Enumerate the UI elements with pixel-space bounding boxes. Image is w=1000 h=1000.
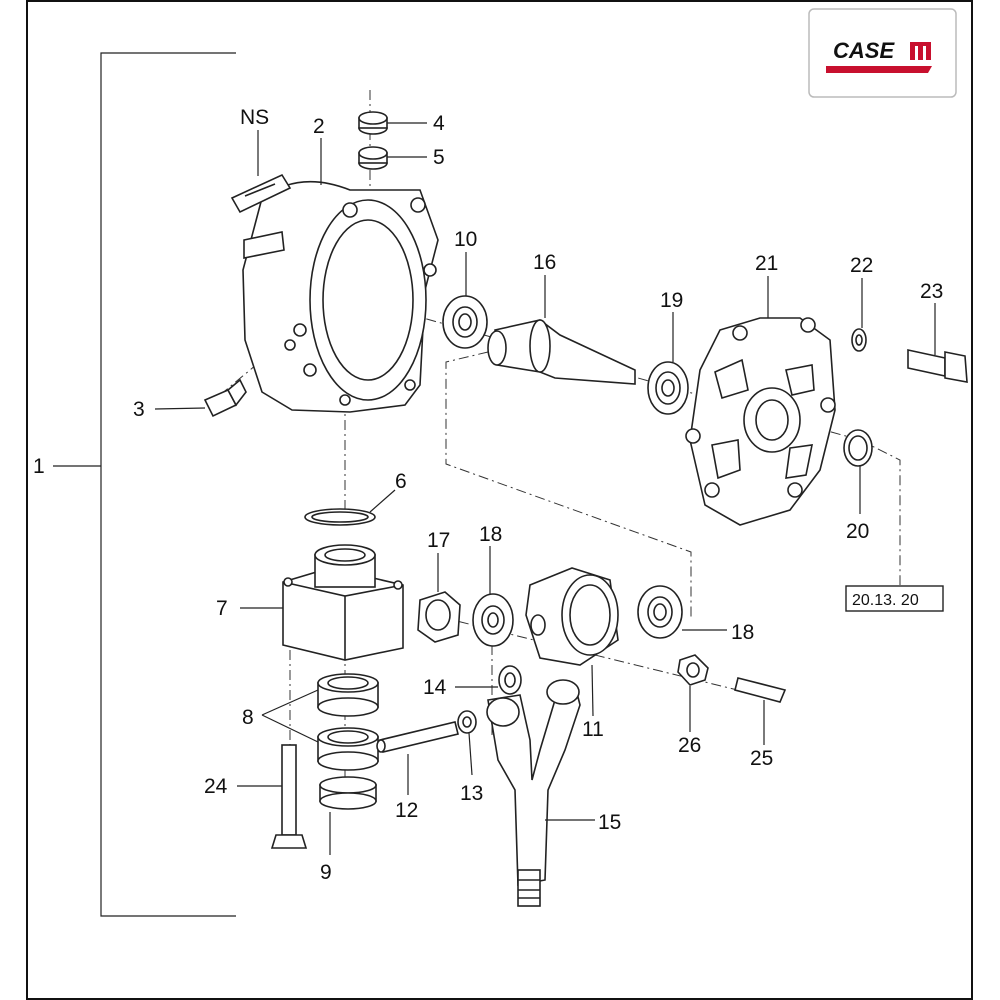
bearing-housing-7: [282, 544, 404, 661]
callout-18-upper: 18: [479, 523, 502, 546]
washer-22: [851, 328, 867, 352]
set-screw-25: [734, 677, 787, 703]
bushing-13: [457, 710, 477, 734]
callout-1: 1: [33, 455, 45, 478]
logo-text: CASE: [833, 38, 895, 63]
callout-labels: 1 2 3 4 5 6 7 8 9 10 11 12 13 14 15 16 1…: [33, 106, 943, 884]
bearing-18a: [472, 593, 514, 647]
callout-14: 14: [423, 676, 447, 699]
callout-23: 23: [920, 280, 943, 303]
callout-8: 8: [242, 706, 254, 729]
callout-ns: NS: [240, 106, 269, 129]
callout-10: 10: [454, 228, 477, 251]
nut-26: [677, 654, 709, 686]
callout-13: 13: [460, 782, 483, 805]
castle-nut-17: [417, 591, 461, 643]
logo-swoosh: [826, 66, 932, 73]
fork-yoke-15: [486, 679, 581, 907]
callout-18-right: 18: [731, 621, 754, 644]
bolt-23: [907, 349, 968, 383]
callout-5: 5: [433, 146, 445, 169]
callout-3: 3: [133, 398, 145, 421]
flange-cover-21: [685, 317, 836, 526]
bearing-10: [442, 295, 488, 349]
ring-9: [319, 776, 377, 810]
callout-9: 9: [320, 861, 332, 884]
callout-22: 22: [850, 254, 873, 277]
needle-bearing-8a: [317, 673, 379, 717]
callout-20: 20: [846, 520, 869, 543]
cross-reference-box: 20.13. 20: [845, 585, 944, 612]
callout-26: 26: [678, 734, 701, 757]
pin-12: [376, 721, 459, 753]
bearing-19: [647, 361, 689, 415]
cross-reference-label: 20.13. 20: [852, 592, 919, 609]
callout-24: 24: [204, 775, 228, 798]
gear-housing: [242, 180, 439, 413]
callout-16: 16: [533, 251, 556, 274]
label-plate-slot: [244, 183, 276, 197]
case-ih-logo: CASE: [808, 8, 957, 98]
callout-17: 17: [427, 529, 450, 552]
seal-20: [843, 429, 873, 467]
callout-15: 15: [598, 811, 621, 834]
callout-4: 4: [433, 112, 445, 135]
plug-4: [358, 111, 388, 135]
callout-12: 12: [395, 799, 418, 822]
bearing-18b: [637, 585, 683, 639]
callout-2: 2: [313, 115, 325, 138]
callout-7: 7: [216, 597, 228, 620]
label-plate: [230, 173, 292, 214]
callout-21: 21: [755, 252, 778, 275]
yoke-collar-11: [525, 567, 619, 666]
callout-25: 25: [750, 747, 773, 770]
callout-6: 6: [395, 470, 407, 493]
screw-3: [203, 378, 247, 418]
needle-bearing-8b: [317, 727, 379, 771]
shaft-16: [487, 319, 636, 385]
bushing-14: [498, 665, 522, 695]
callout-11: 11: [582, 718, 604, 741]
leader-lines: [154, 122, 936, 855]
ih-logo-icon: [910, 42, 931, 60]
bolt-24: [270, 744, 308, 849]
o-ring-6-inner: [311, 511, 369, 523]
page-frame: [26, 0, 973, 1000]
plug-5: [358, 146, 388, 170]
callout-19: 19: [660, 289, 683, 312]
assembly-bracket: [100, 52, 236, 917]
